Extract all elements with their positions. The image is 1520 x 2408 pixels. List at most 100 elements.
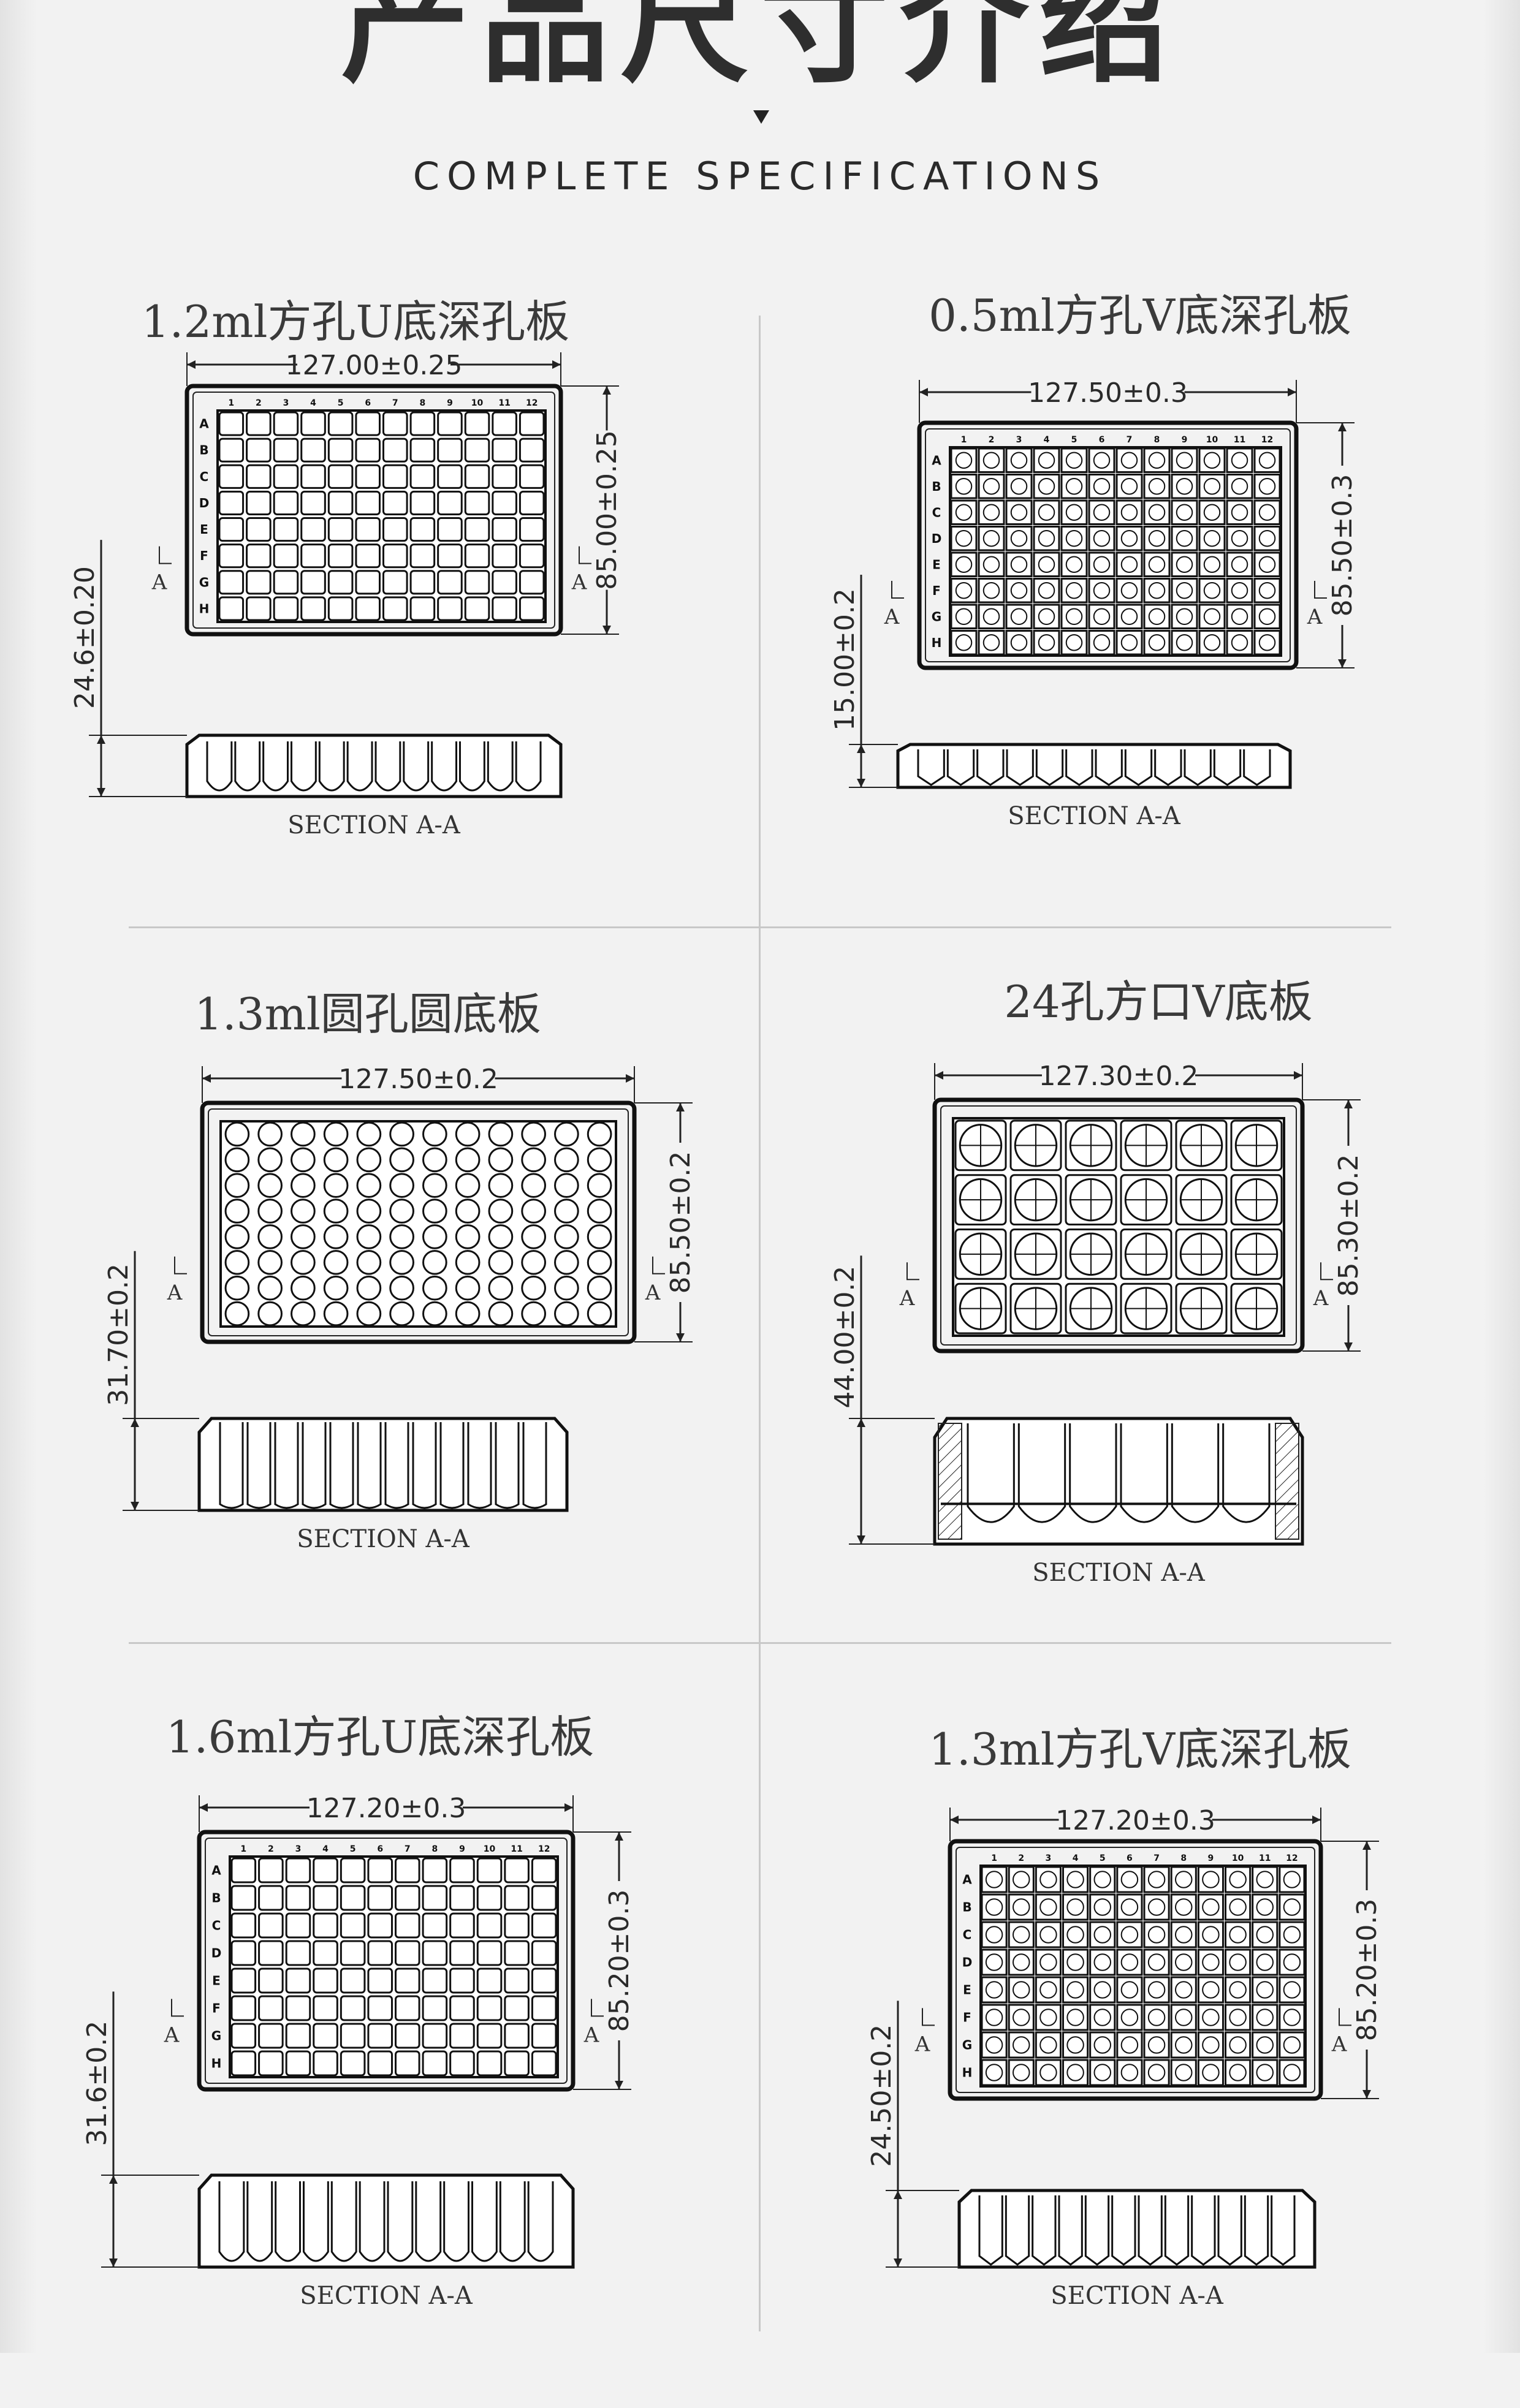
arrowhead-icon: [1338, 659, 1347, 668]
arrowhead-icon: [131, 1418, 139, 1427]
plate-outline: [200, 1100, 637, 1344]
well-bottom: [1202, 1871, 1220, 1888]
well: [587, 1275, 612, 1301]
arrowhead-icon: [857, 779, 865, 787]
well: [340, 2050, 366, 2077]
well: [554, 1198, 579, 1224]
well: [382, 464, 408, 489]
well-bottom: [1203, 582, 1221, 599]
section-well: [359, 2181, 386, 2262]
row-letter: H: [211, 2056, 222, 2071]
plate-inner-border: [205, 1838, 568, 2084]
well: [257, 1301, 283, 1327]
section-well: [330, 2181, 357, 2262]
well-bottom: [1176, 556, 1193, 573]
well: [355, 517, 381, 542]
well: [246, 411, 272, 436]
section-well: [431, 741, 457, 792]
well: [313, 1912, 338, 1939]
section-well: [527, 2181, 554, 2262]
section-well: [1111, 2195, 1136, 2266]
arrowhead-icon: [1362, 2090, 1371, 2099]
section-well: [976, 749, 1005, 786]
column-number: 12: [538, 1844, 550, 1854]
section-label: SECTION A-A: [1008, 802, 1181, 830]
well: [382, 411, 408, 436]
well-bottom: [1148, 556, 1166, 573]
well: [355, 437, 381, 463]
well-bottom: [1229, 1898, 1247, 1916]
section-well: [1124, 749, 1153, 786]
row-letter: D: [199, 496, 210, 510]
well-bottom: [1203, 452, 1221, 469]
well-bottom: [1093, 504, 1111, 521]
well-bottom: [985, 1926, 1003, 1944]
section-well: [459, 741, 485, 792]
well-bottom: [982, 478, 1000, 495]
well-bottom: [1038, 556, 1055, 573]
well-bottom: [1256, 1953, 1274, 1971]
well: [246, 437, 272, 463]
column-number: 3: [1046, 1853, 1052, 1863]
well-grid: [952, 1117, 1285, 1337]
panel-title: 1.2ml方孔U底深孔板: [141, 296, 570, 347]
column-number: 5: [350, 1844, 356, 1854]
section-well: [357, 1422, 382, 1509]
well-bottom: [1256, 2009, 1274, 2026]
row-letter: G: [962, 2038, 972, 2053]
section-label: SECTION A-A: [300, 2282, 473, 2310]
height-dimension: 24.50±0.2: [866, 2024, 897, 2167]
well-bottom: [1229, 1953, 1247, 1971]
well-bottom: [1093, 634, 1111, 651]
section-well: [471, 2181, 498, 2262]
section-well: [978, 2195, 1003, 2266]
well-bottom: [1065, 582, 1083, 599]
well-bottom: [982, 504, 1000, 521]
cut-marker-label: A: [1331, 2032, 1347, 2056]
depth-dimension: 85.30±0.2: [1333, 1154, 1364, 1297]
well-bottom: [1147, 1953, 1166, 1971]
well-bottom: [1093, 530, 1111, 547]
well-bottom: [1120, 1898, 1139, 1916]
well-bottom: [985, 2064, 1003, 2081]
well-bottom: [1175, 2064, 1193, 2081]
column-number: 6: [1099, 435, 1105, 445]
well-bottom: [1176, 530, 1193, 547]
section-well: [246, 1422, 272, 1509]
section-well: [412, 1422, 437, 1509]
well: [449, 2050, 475, 2077]
well: [395, 1912, 420, 1939]
well: [291, 1224, 316, 1249]
arrowhead-icon: [602, 386, 611, 395]
cut-marker-label: A: [1307, 605, 1323, 629]
well: [504, 1912, 530, 1939]
column-number: 10: [1206, 435, 1218, 445]
row-letter: C: [200, 469, 209, 484]
well: [300, 517, 326, 542]
arrowhead-icon: [602, 626, 611, 634]
cut-marker-label: A: [884, 605, 900, 629]
well: [340, 1885, 366, 1911]
well: [224, 1173, 250, 1198]
well-bottom: [1038, 504, 1055, 521]
well-bottom: [1066, 2036, 1084, 2054]
well: [449, 1885, 475, 1911]
section-well: [1138, 2195, 1163, 2266]
well-bottom: [1120, 634, 1138, 651]
well: [422, 1224, 447, 1249]
column-number: 2: [268, 1844, 274, 1854]
width-dimension: 127.00±0.25: [286, 350, 463, 381]
arrowhead-icon: [564, 1803, 573, 1812]
well: [422, 1301, 447, 1327]
well: [389, 1147, 414, 1173]
section-label: SECTION A-A: [297, 1525, 470, 1553]
well-bottom: [1256, 2064, 1274, 2081]
column-number: 9: [447, 398, 453, 408]
well-bottom: [1231, 452, 1248, 469]
well: [519, 596, 545, 621]
well: [367, 1857, 393, 1884]
column-number: 3: [295, 1844, 302, 1854]
well-grid: [229, 1855, 559, 2078]
column-number: 1: [228, 398, 234, 408]
column-number: 8: [1180, 1853, 1187, 1863]
